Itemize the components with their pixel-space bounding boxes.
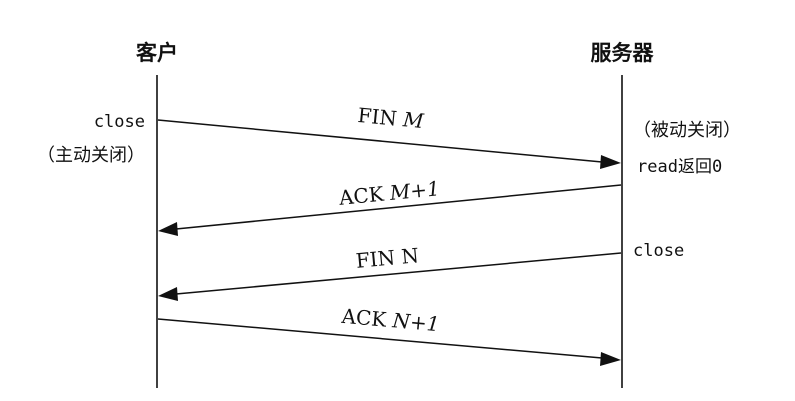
- ack-m1-arrow-line: [175, 184, 622, 230]
- fin-m-label: FIN M: [357, 103, 426, 133]
- ack-m1-label: ACK M+1: [337, 176, 441, 210]
- client-close-note: close: [94, 112, 145, 132]
- server-lane-title: 服务器: [591, 41, 655, 65]
- client-active-close-note: （主动关闭）: [37, 145, 145, 166]
- fin-n-arrow-line: [175, 252, 622, 295]
- ack-n1-label-seq: N+1: [391, 308, 441, 336]
- client-lane-title: 客户: [136, 41, 178, 65]
- ack-n1-arrowhead-icon: [600, 352, 621, 366]
- ack-m1-arrowhead-icon: [158, 222, 178, 236]
- fin-n-label: FIN N: [355, 243, 420, 273]
- server-read-returns-note: read返回0: [637, 157, 722, 177]
- fin-m-arrow-line: [157, 119, 603, 163]
- server-close-note: close: [633, 241, 684, 261]
- ack-n1-arrow-line: [157, 318, 603, 359]
- fin-n-arrowhead-icon: [158, 287, 178, 301]
- ack-m1-label-seq: M+1: [388, 176, 441, 205]
- fin-m-arrowhead-icon: [600, 155, 621, 169]
- fin-m-label-seq: M: [401, 107, 425, 133]
- server-passive-close-note: （被动关闭）: [633, 120, 741, 141]
- ack-n1-label: ACK N+1: [340, 304, 441, 337]
- fin-n-label-main: FIN N: [355, 243, 420, 273]
- ack-n1-label-main: ACK: [340, 304, 394, 332]
- fin-m-label-main: FIN: [357, 103, 405, 131]
- ack-m1-label-main: ACK: [337, 181, 391, 210]
